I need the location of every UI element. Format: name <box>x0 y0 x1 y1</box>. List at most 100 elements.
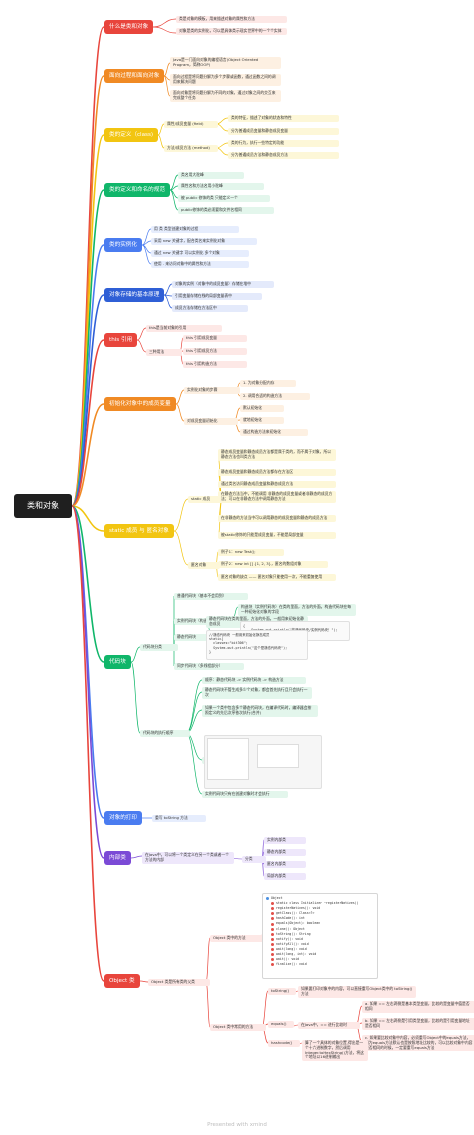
method-icon <box>271 958 274 962</box>
node-po3: 面向对象是将问题分解为不同的对象，通过对象之间的交互来完成整个任务 <box>170 90 281 102</box>
node-eq_d: 在Java中，== 进行比较时 <box>298 1022 360 1029</box>
connector <box>173 498 189 532</box>
node-blk2: 实例代码块（构造代码块） <box>174 618 236 625</box>
node-inner_d: 在Java中，可以将一个类定义在另一个类或者一个方法的内部 <box>142 852 234 864</box>
connector <box>71 26 105 507</box>
node-inner_cat: 分类 <box>242 856 266 863</box>
node-hc: hashcode() <box>268 1040 300 1047</box>
node-name4: public修饰的类必须要和文件名相同 <box>178 207 274 214</box>
connector <box>130 646 141 663</box>
branch-2: 面向过程和面向对象 <box>104 69 165 83</box>
node-name3: 被 public 修饰的类 只能定义一个 <box>178 195 270 202</box>
method-icon <box>271 907 274 911</box>
node-this3: this 引用构造方法 <box>183 361 247 368</box>
node-blk_o2: 静态代码块不管生成多少个对象，都会首先执行且只会执行一次 <box>202 687 312 699</box>
connector <box>71 339 105 507</box>
connector <box>71 403 105 507</box>
connector <box>71 505 105 532</box>
connector <box>139 980 149 983</box>
node-ts_d: 如果要打印对象中的内容，可以直接重写Object类中的 toString() 方… <box>298 986 416 998</box>
connector <box>185 732 203 795</box>
node-obj_m: Object 类中的方法 <box>210 935 264 942</box>
node-po1: Java是一门面向对象的编程语言(Object Oriented Program… <box>170 57 281 69</box>
static-block-code: //静态代码块 一般用来初始化静态成员 static{ classes="bit… <box>206 630 308 660</box>
method-icon <box>271 963 274 967</box>
node-hc_d: 算了一个具体的对象位置,得出是一个十六进制数字，然后调用Integer.toHe… <box>302 1040 368 1062</box>
method-icon <box>271 912 274 916</box>
node-anon3: 匿名对象的缺点 —— 匿名对象只能使用一次，不能重复使用 <box>218 574 336 581</box>
method-signature: wait(long, int): void <box>276 952 317 957</box>
node-print1: 重写 toString 方法 <box>152 815 206 822</box>
object-method-list: Object static class Initializer ~registe… <box>262 893 378 979</box>
node-init_ctor: 实例化对象的步骤 <box>184 387 240 394</box>
node-inner4: 局部内部类 <box>264 873 306 880</box>
object-method-row: toString(): String <box>266 932 374 937</box>
node-anon_grp: 匿名对象 <box>188 562 220 569</box>
node-inner1: 实例内部类 <box>264 837 306 844</box>
node-blk_o1: 顺序：静态代码块 -> 实例代码块 -> 构造方法 <box>202 677 306 684</box>
node-blk_cls: 代码块分类 <box>140 644 178 651</box>
connector <box>205 937 211 983</box>
method-signature: equals(Object): boolean <box>276 921 321 926</box>
node-blk_ord: 代码块的执行顺序 <box>140 730 190 737</box>
method-signature: toString(): String <box>276 931 311 936</box>
node-this2: this 引用成员方法 <box>183 348 247 355</box>
object-method-row: finalize(): void <box>266 962 374 967</box>
node-cls_method: 方法/成员方法 (method) <box>164 145 218 152</box>
connector <box>152 26 177 34</box>
object-method-row: wait(): void <box>266 957 374 962</box>
node-static5: 在非静态的方法当中可以调用静态的成员变量和静态的成员方法 <box>218 515 336 522</box>
node-store3: 成员方法存储在方法区中 <box>172 305 248 312</box>
method-signature: registerNatives(): void <box>276 906 321 911</box>
object-method-row: registerNatives(): void <box>266 906 374 911</box>
node-inst1: 用 类 类型创建对象的过程 <box>151 226 239 233</box>
node-inner2: 静态内部类 <box>264 849 306 856</box>
method-icon <box>271 942 274 946</box>
branch-6: 对象存储的基本原理 <box>104 288 165 302</box>
branch-4: 类的定义和命名的规范 <box>104 183 170 197</box>
node-init_m1: 默认初始化 <box>240 405 284 412</box>
node-cls_field: 属性/成员变量 (field) <box>164 121 218 128</box>
connector <box>136 339 147 353</box>
connector <box>71 75 105 507</box>
method-signature: finalize(): void <box>276 962 307 967</box>
node-anon1: 例子1：new Test(); <box>218 549 284 556</box>
method-icon <box>271 927 274 931</box>
method-icon <box>271 902 274 906</box>
connector <box>205 981 211 1028</box>
node-static3: 通过类名访问静态成员变量和静态成员方法 <box>218 481 336 488</box>
method-icon <box>271 937 274 941</box>
connector <box>136 327 147 341</box>
object-method-row: clone(): Object <box>266 927 374 932</box>
node-init_c2: 2. 调用合适的构造方法 <box>240 393 310 400</box>
branch-7: this 引用 <box>104 333 138 347</box>
object-method-row: notifyAll(): void <box>266 942 374 947</box>
branch-11: 对象的打印 <box>104 811 142 825</box>
node-inst3: 通过 new 关键字 可以实例化 多个对象 <box>151 250 249 257</box>
method-icon <box>271 953 274 957</box>
method-signature: notifyAll(): void <box>276 941 309 946</box>
connector <box>175 389 185 405</box>
node-what2: 对象是类的实例化，可以是具体类示现实世界中的一个个实体 <box>176 28 287 35</box>
connector <box>71 505 105 859</box>
node-blk3: 静态代码块 <box>174 634 216 641</box>
node-init_m: 对成员变量初始化 <box>184 418 238 425</box>
method-icon <box>271 922 274 926</box>
connector <box>175 403 185 422</box>
object-method-row: equals(Object): boolean <box>266 921 374 926</box>
node-anon2: 例子2：new int [] {1, 2, 3}，匿名的数组对象 <box>218 561 328 568</box>
branch-3: 类的定义（class) <box>104 128 159 142</box>
node-cls_method2: 分为普通成员方法和静态成员方法 <box>228 152 339 159</box>
node-store1: 对象的实例（对象中的成员变量）存储在堆中 <box>172 281 274 288</box>
connector <box>163 75 171 97</box>
node-init_c1: 1. 为对象分配内存 <box>240 380 296 387</box>
branch-5: 类的实例化 <box>104 238 142 252</box>
node-static_grp: static 成员 <box>188 496 226 503</box>
connector <box>71 505 105 663</box>
object-method-row: hashCode(): int <box>266 916 374 921</box>
object-method-row: static class Initializer ~registerNative… <box>266 901 374 906</box>
node-what1: 类是对象的模板，用来描述对象的属性和方法 <box>176 16 287 23</box>
connector <box>163 283 173 296</box>
node-eq2: b. 如果 == 左右两侧是引用类型变量，比较的是引用变量地址是否相同 <box>362 1018 474 1030</box>
